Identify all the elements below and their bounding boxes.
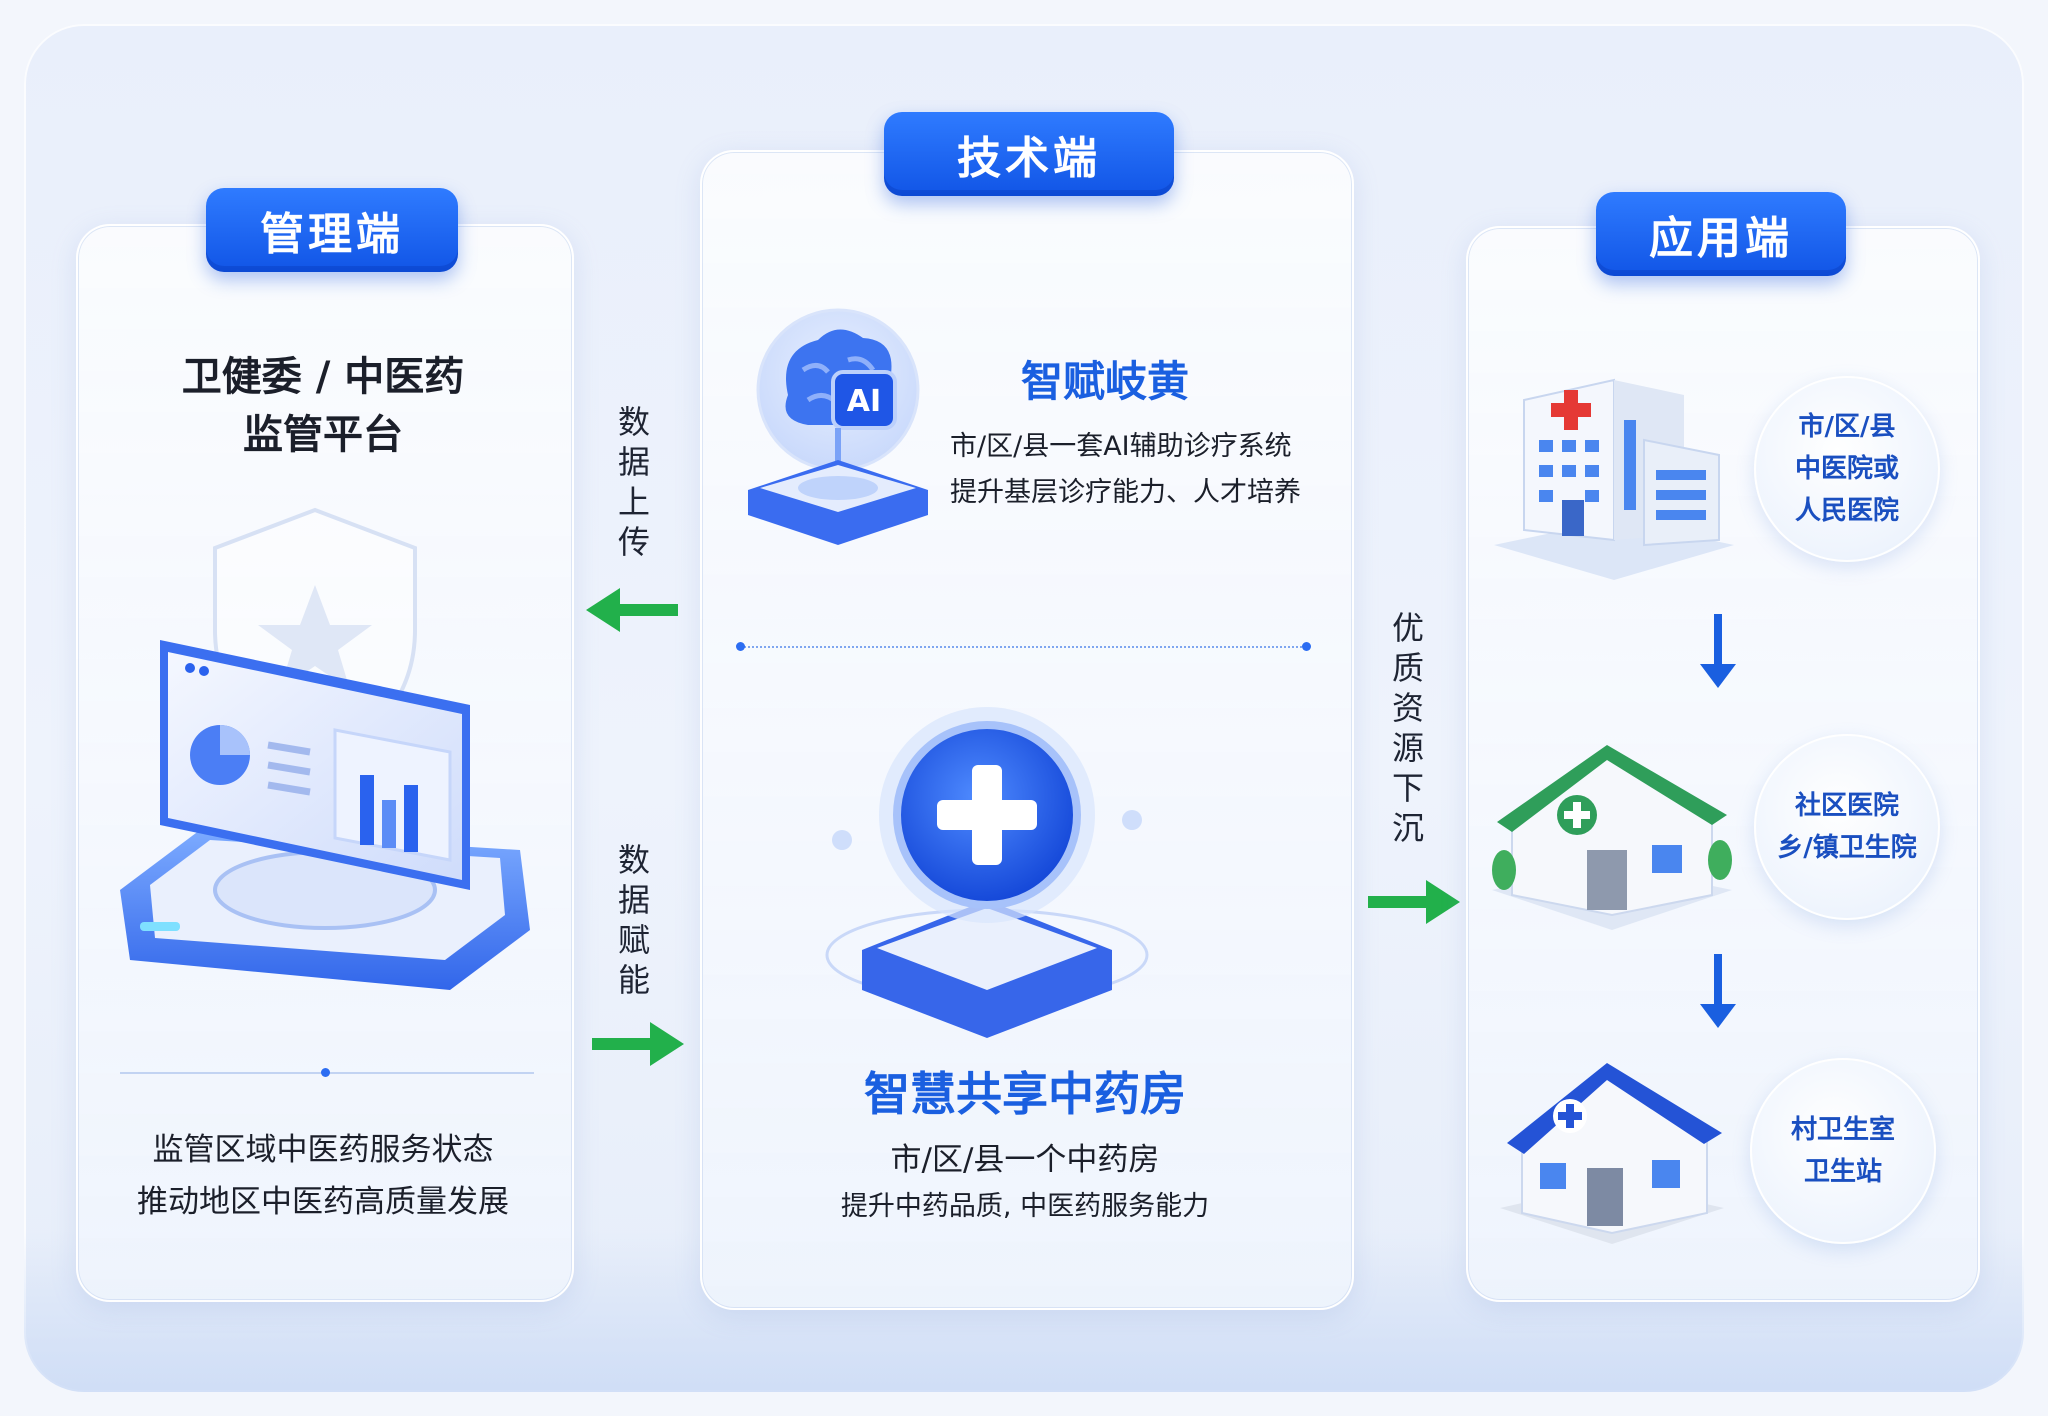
management-desc-line2: 推动地区中医药高质量发展 bbox=[137, 1184, 509, 1220]
technology-divider bbox=[740, 646, 1306, 648]
level-city-hospital-label: 市/区/县 中医院或 人民医院 bbox=[1754, 376, 1940, 562]
flow-upload-arrow bbox=[586, 588, 678, 632]
technology-badge: 技术端 bbox=[884, 112, 1174, 196]
level-down-arrow-2 bbox=[1700, 954, 1736, 1028]
svg-text:AI: AI bbox=[847, 384, 881, 419]
flow-sink-arrow bbox=[1368, 880, 1460, 924]
pharmacy-desc-line1: 市/区/县一个中药房 bbox=[890, 1142, 1160, 1178]
ai-title: 智赋岐黄 bbox=[1020, 357, 1189, 406]
pharmacy-desc-line2: 提升中药品质, 中医药服务能力 bbox=[840, 1191, 1210, 1222]
medical-cross-icon bbox=[825, 707, 1149, 1038]
ai-desc-line1: 市/区/县一套AI辅助诊疗系统 bbox=[950, 431, 1292, 462]
management-divider-dot bbox=[321, 1068, 330, 1077]
level-down-arrow-1 bbox=[1700, 614, 1736, 688]
ai-brain-icon: AI bbox=[748, 308, 928, 545]
flow-empower-arrow bbox=[592, 1022, 684, 1066]
level-community-hospital-label: 社区医院 乡/镇卫生院 bbox=[1754, 734, 1940, 920]
management-desc-line1: 监管区域中医药服务状态 bbox=[152, 1132, 494, 1168]
application-badge: 应用端 bbox=[1596, 192, 1846, 276]
hospital-building-icon bbox=[1494, 378, 1734, 580]
management-badge: 管理端 bbox=[206, 188, 458, 272]
technology-divider-dot-left bbox=[736, 642, 745, 651]
community-clinic-icon bbox=[1492, 745, 1732, 930]
management-panel bbox=[76, 224, 574, 1302]
pharmacy-title: 智慧共享中药房 bbox=[864, 1067, 1186, 1121]
ai-desc-line2: 提升基层诊疗能力、人才培养 bbox=[950, 477, 1301, 508]
management-title-line1: 卫健委 / 中医药 bbox=[181, 354, 465, 400]
flow-empower-label: 数据 赋能 bbox=[617, 841, 650, 999]
management-title-line2: 监管平台 bbox=[243, 412, 403, 458]
supervision-platform-illustration bbox=[120, 507, 530, 990]
village-clinic-icon bbox=[1500, 1063, 1724, 1244]
level-village-clinic-label: 村卫生室 卫生站 bbox=[1750, 1058, 1936, 1244]
flow-sink-label: 优质 资源 下沉 bbox=[1391, 609, 1424, 847]
technology-divider-dot-right bbox=[1302, 642, 1311, 651]
flow-upload-label: 数据 上传 bbox=[617, 403, 650, 561]
